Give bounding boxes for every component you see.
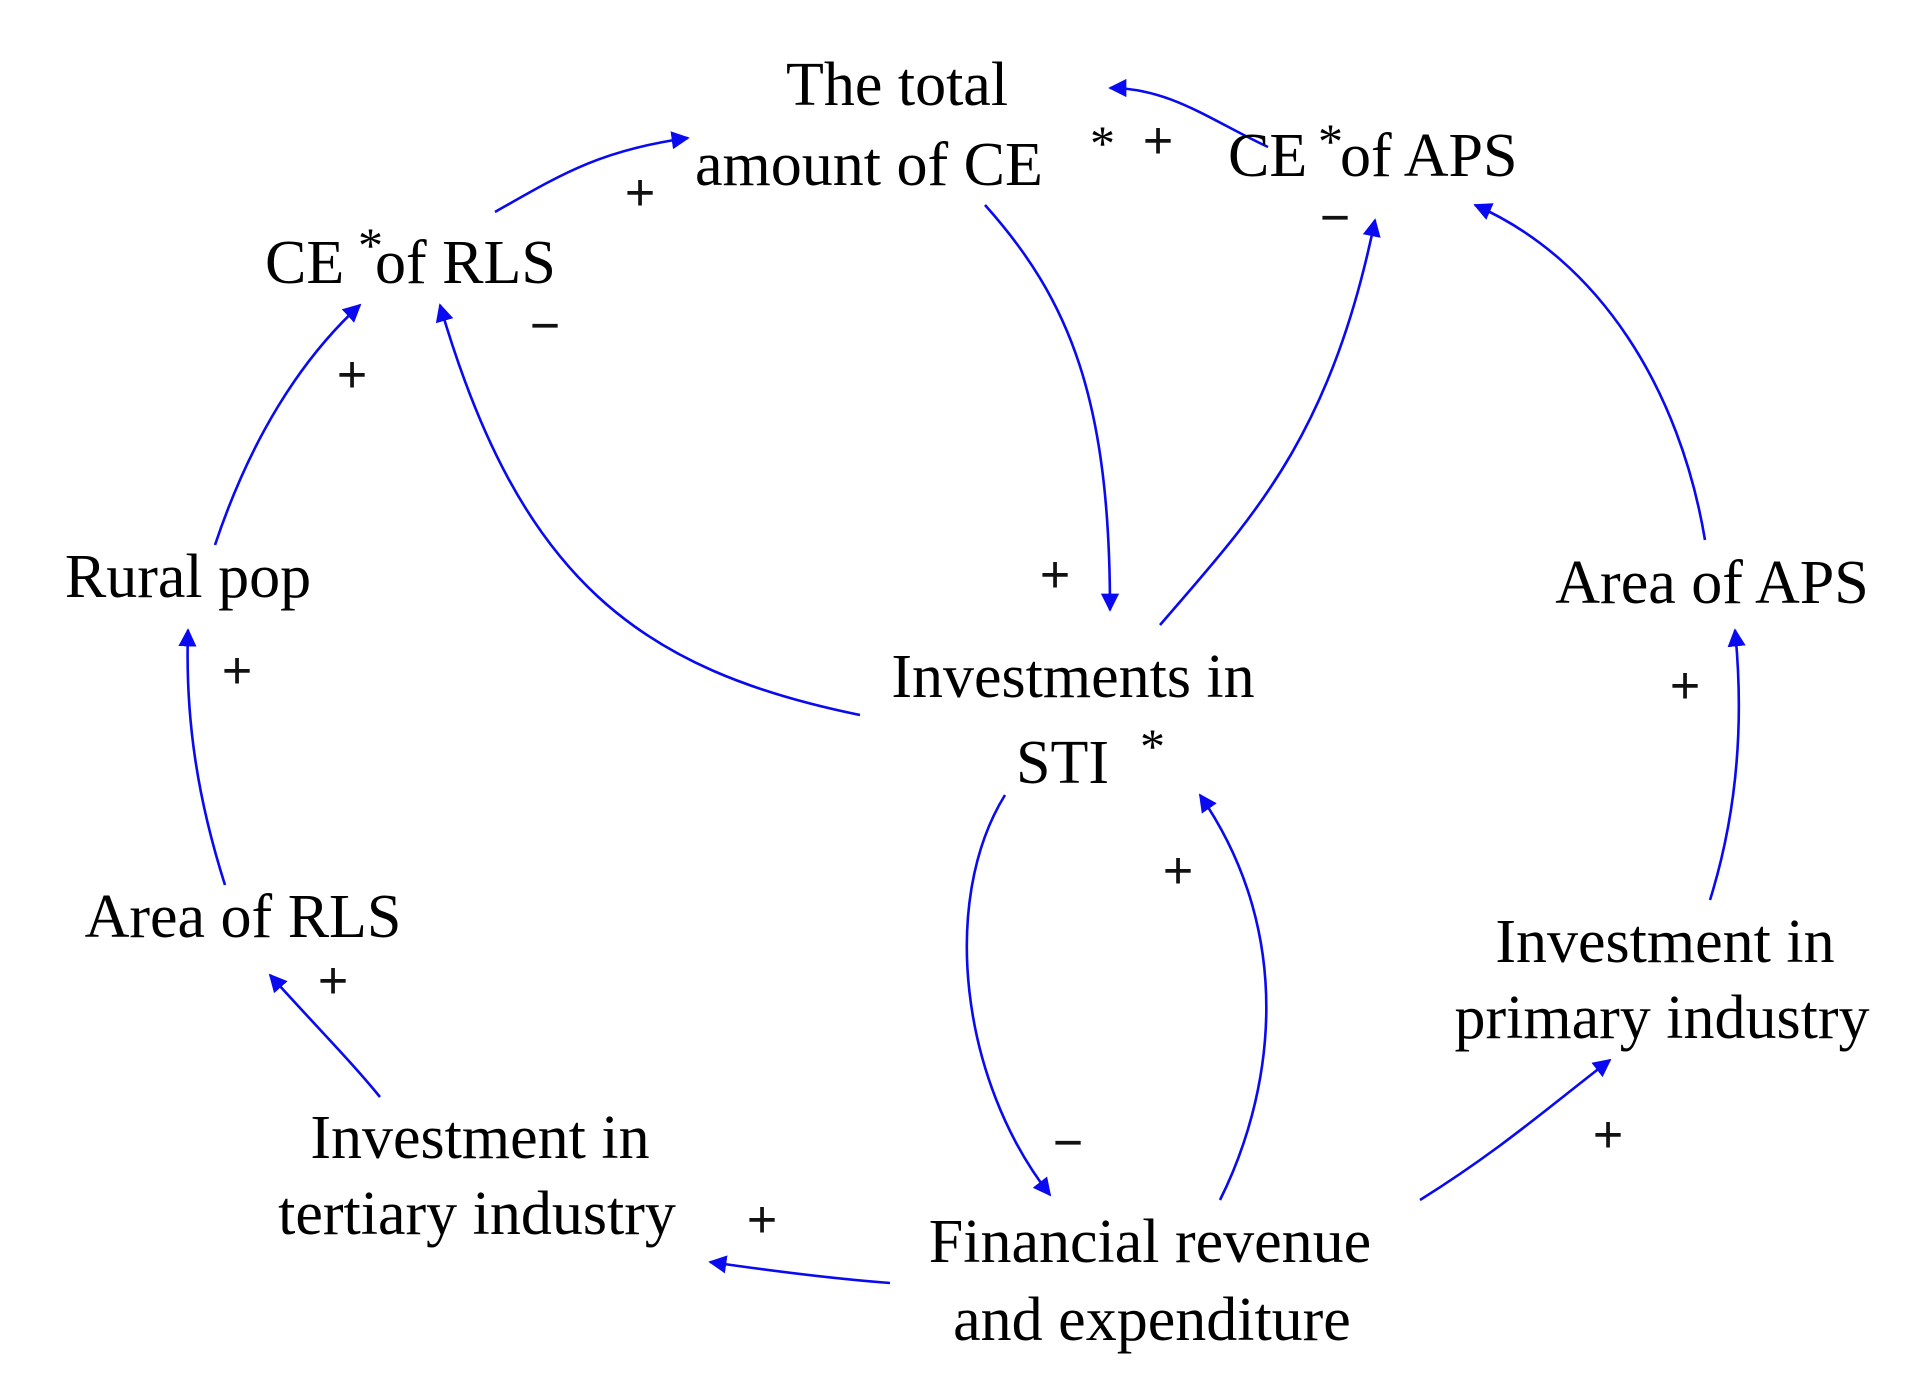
node-area-aps: Area of APS xyxy=(1555,549,1868,617)
ce-rls-star: * xyxy=(358,217,383,273)
financial-line1: Financial revenue xyxy=(929,1208,1371,1276)
link-ce-aps-to-total xyxy=(1108,78,1269,149)
link-tertiary-to-area-rls xyxy=(268,973,382,1098)
polarity-financial-to-sti: + xyxy=(1163,842,1193,900)
investment-tertiary-line2: tertiary industry xyxy=(278,1180,676,1248)
polarity-primary-to-area-aps: + xyxy=(1670,657,1700,715)
investment-tertiary-line1: Investment in xyxy=(310,1104,649,1172)
ce-rls-pre: CE xyxy=(265,229,344,297)
investments-sti-star: * xyxy=(1140,718,1165,774)
polarity-tertiary-to-area-rls: + xyxy=(318,952,348,1010)
polarity-sti-to-ce-rls: − xyxy=(530,297,560,355)
polarity-ce-rls-to-total: + xyxy=(625,164,655,222)
link-ce-rls-to-total xyxy=(494,131,690,214)
area-aps-label: Area of APS xyxy=(1555,549,1868,617)
polarity-ce-aps-to-total: + xyxy=(1143,112,1173,170)
rural-pop-label: Rural pop xyxy=(65,543,311,611)
polarity-total-to-sti: + xyxy=(1040,546,1070,604)
link-financial-to-primary xyxy=(1419,1058,1612,1202)
investments-sti-line1: Investments in xyxy=(891,643,1254,711)
financial-line2: and expenditure xyxy=(953,1286,1351,1354)
link-rural-to-ce-rls xyxy=(213,303,362,546)
polarity-sti-to-financial: − xyxy=(1053,1114,1083,1172)
ce-rls-post: of RLS xyxy=(375,229,556,297)
investments-sti-line2: STI xyxy=(1016,729,1109,797)
node-area-rls: Area of RLS xyxy=(85,883,402,951)
link-area-rls-to-rural xyxy=(178,628,227,886)
polarity-financial-to-tertiary: + xyxy=(747,1191,777,1249)
ce-aps-pre: CE xyxy=(1228,122,1307,190)
polarity-area-rls-to-rural: + xyxy=(222,642,252,700)
total-ce-line2: amount of CE xyxy=(695,131,1043,199)
link-sti-to-financial xyxy=(965,794,1052,1197)
node-investments-sti: Investments in STI * xyxy=(891,643,1254,797)
total-ce-star: * xyxy=(1090,115,1115,171)
node-rural-pop: Rural pop xyxy=(65,543,311,611)
node-total-ce: The total amount of CE * xyxy=(695,51,1115,199)
node-ce-aps: CE * of APS xyxy=(1228,113,1517,190)
polarity-signs: + + + − − + + + + − + + + xyxy=(222,112,1700,1249)
node-ce-rls: CE * of RLS xyxy=(265,217,556,297)
link-sti-to-ce-aps xyxy=(1159,218,1381,626)
polarity-sti-to-ce-aps: − xyxy=(1320,189,1350,247)
link-primary-to-area-aps xyxy=(1708,628,1746,901)
polarity-rural-to-ce-rls: + xyxy=(337,346,367,404)
links xyxy=(178,78,1746,1285)
area-rls-label: Area of RLS xyxy=(85,883,402,951)
node-financial: Financial revenue and expenditure xyxy=(929,1208,1371,1354)
node-investment-primary: Investment in primary industry xyxy=(1455,908,1870,1052)
investment-primary-line2: primary industry xyxy=(1455,984,1870,1052)
ce-aps-star: * xyxy=(1318,113,1343,169)
investment-primary-line1: Investment in xyxy=(1495,908,1834,976)
total-ce-line1: The total xyxy=(786,51,1008,119)
link-financial-to-sti xyxy=(1198,793,1268,1201)
link-area-aps-to-ce-aps xyxy=(1473,203,1707,541)
ce-aps-post: of APS xyxy=(1340,122,1517,190)
link-sti-to-ce-rls xyxy=(435,303,861,717)
link-financial-to-tertiary xyxy=(708,1255,891,1285)
polarity-financial-to-primary: + xyxy=(1593,1106,1623,1164)
link-total-to-sti xyxy=(984,204,1120,612)
node-investment-tertiary: Investment in tertiary industry xyxy=(278,1104,676,1248)
